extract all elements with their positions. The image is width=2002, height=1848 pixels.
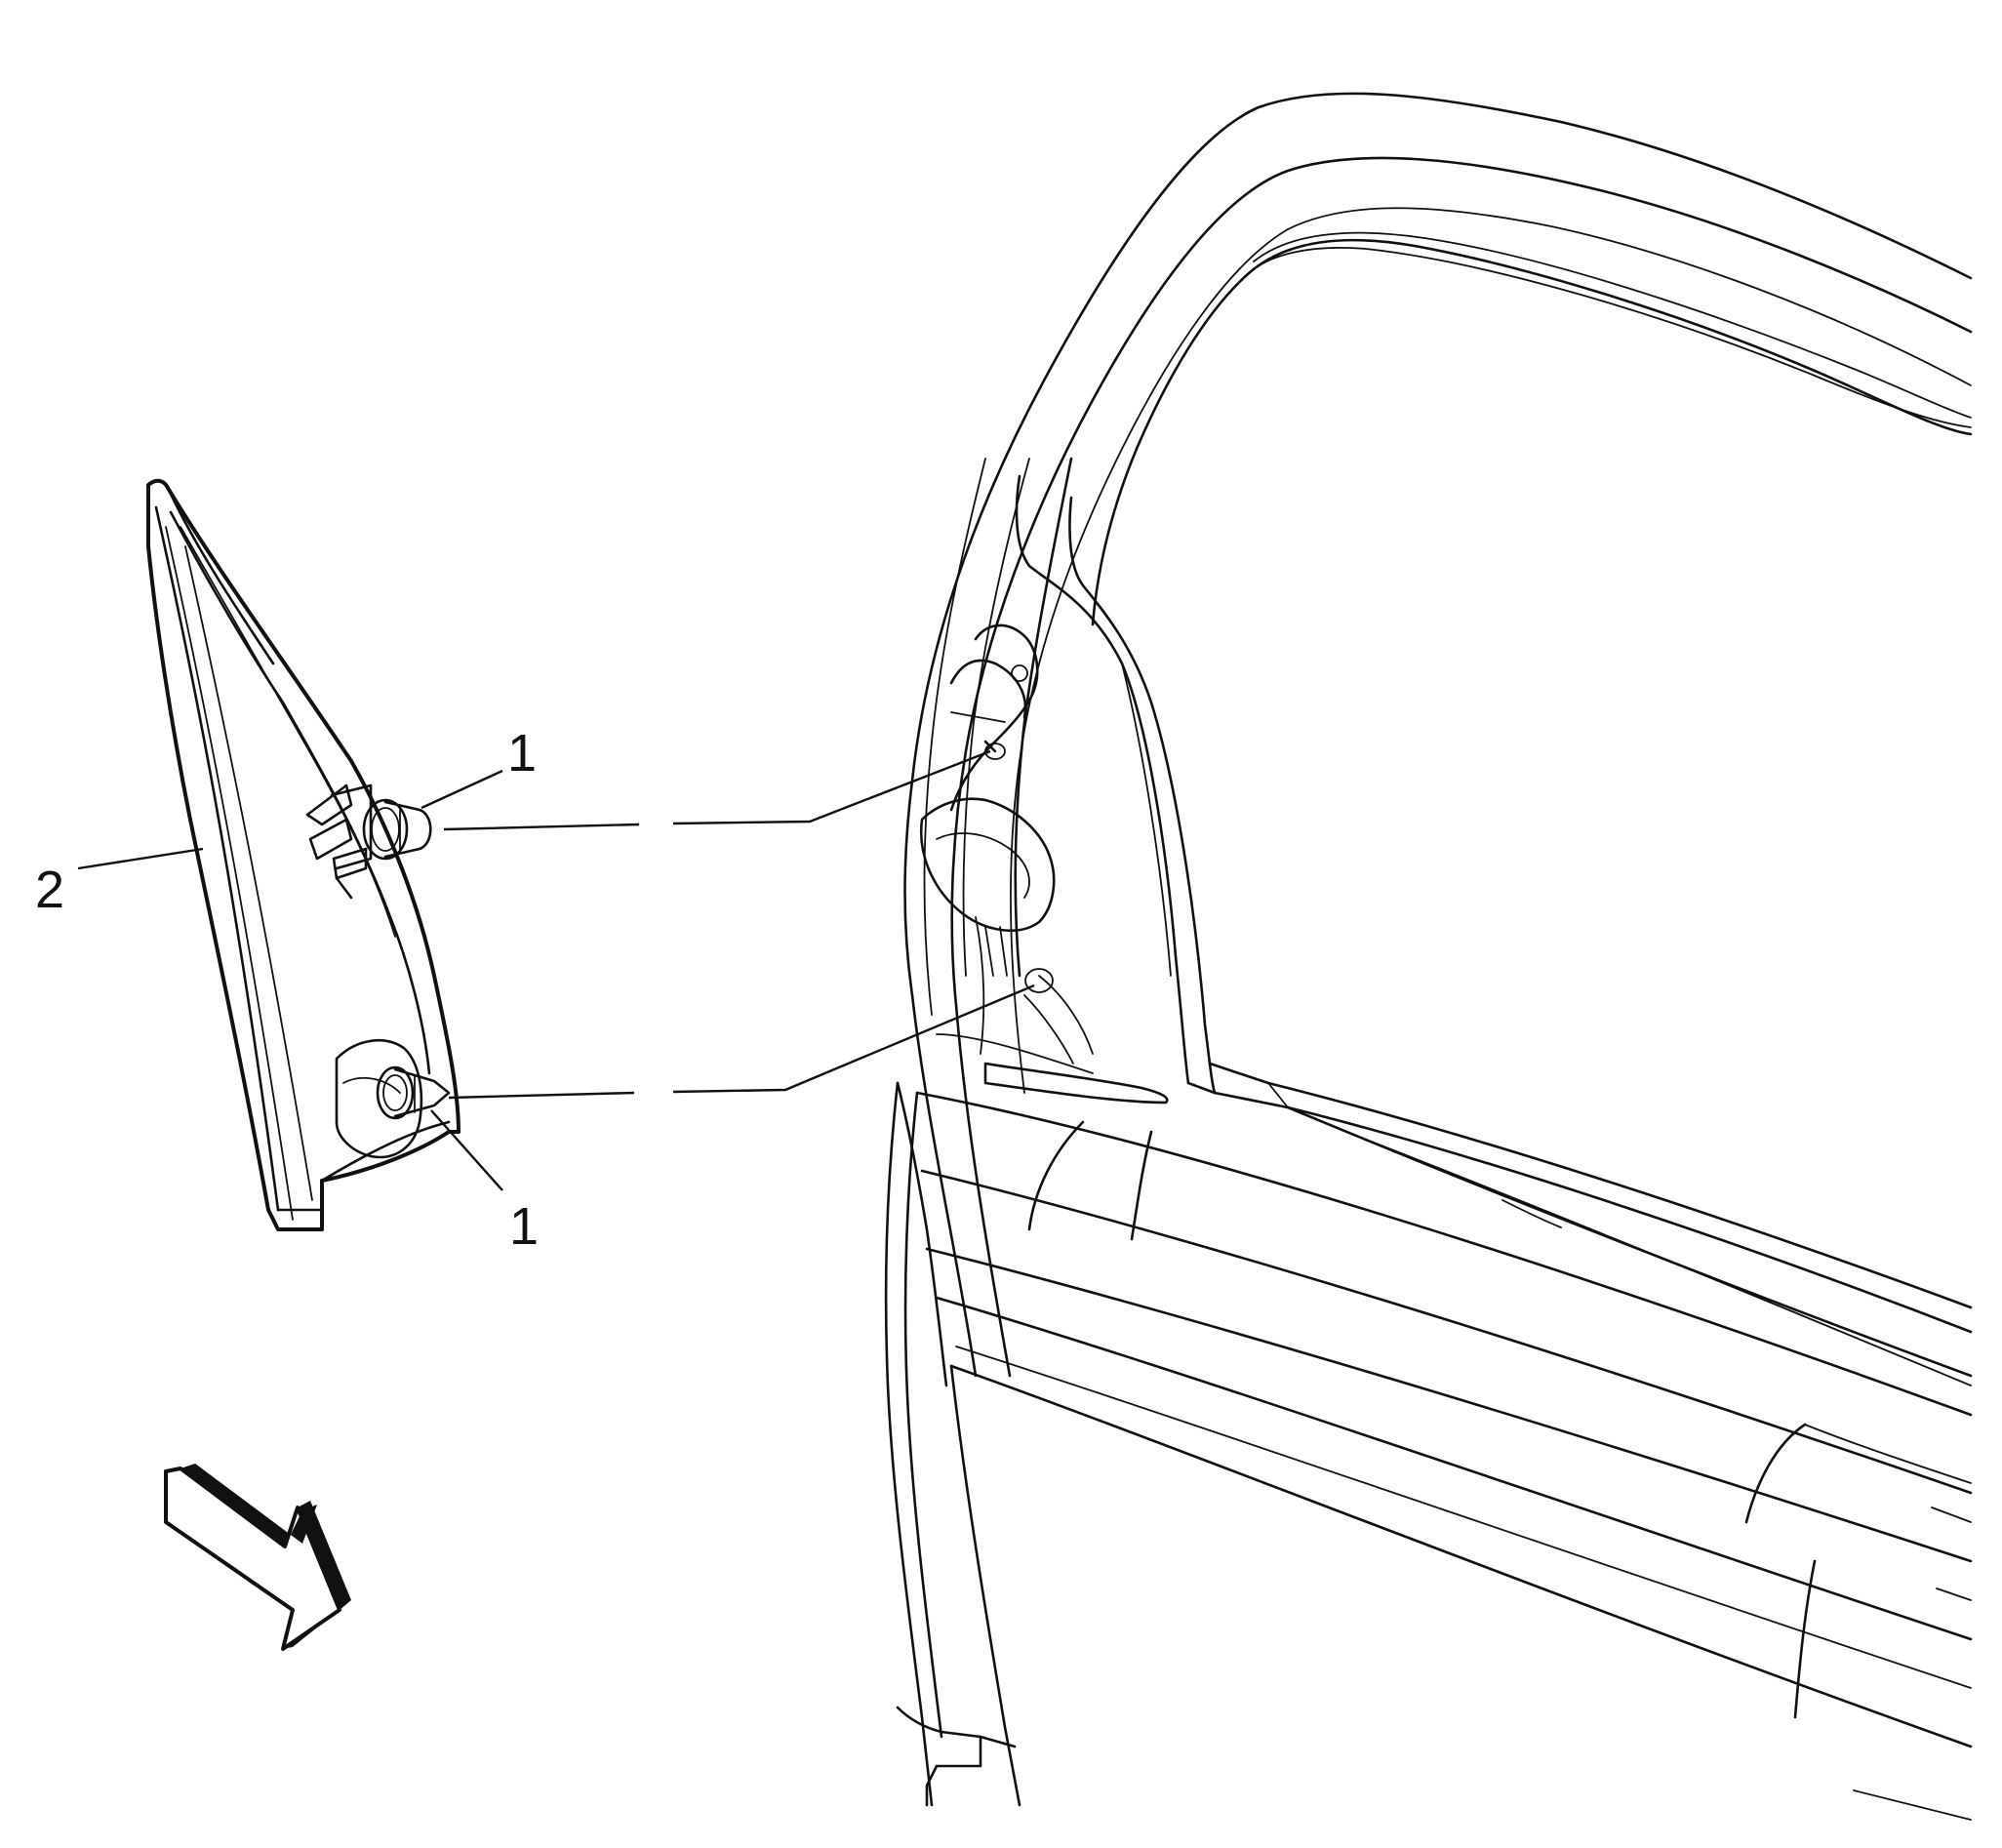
callout-fastener-upper: 1 bbox=[507, 724, 537, 783]
lower-clip bbox=[335, 1038, 451, 1159]
callout-fastener-lower: 1 bbox=[509, 1197, 539, 1256]
door-frame bbox=[884, 92, 1973, 1821]
upper-clip bbox=[305, 783, 432, 900]
alignment-lines bbox=[443, 749, 1035, 1100]
window-applique bbox=[146, 478, 460, 1231]
callout-applique: 2 bbox=[35, 861, 64, 919]
front-of-vehicle-arrow-icon bbox=[164, 1464, 351, 1651]
callout-leaders bbox=[77, 769, 503, 1191]
